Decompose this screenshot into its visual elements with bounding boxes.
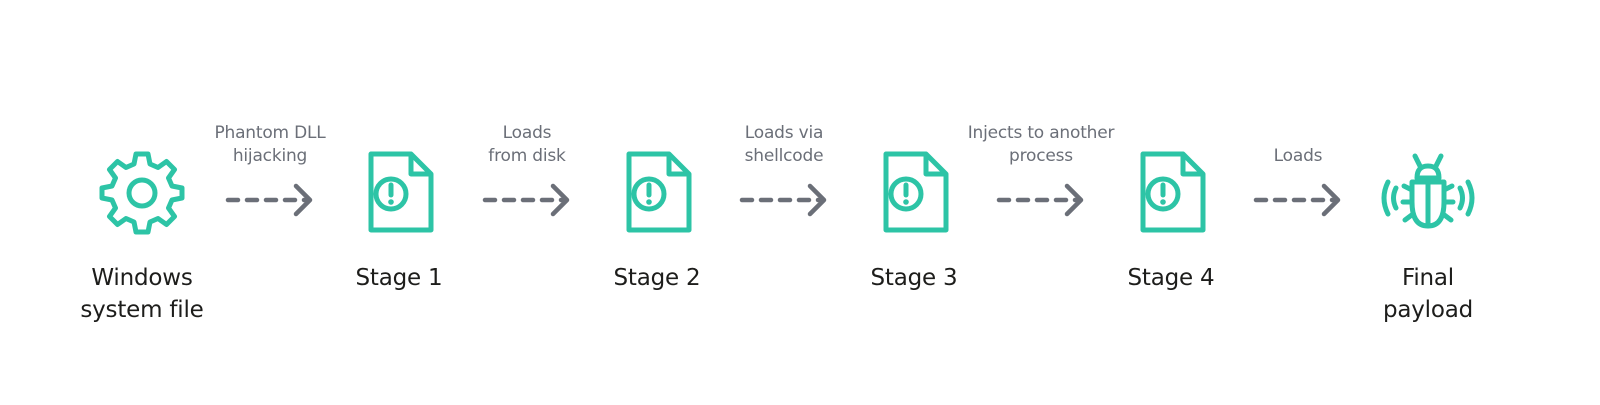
dashed-arrow-icon (1253, 183, 1341, 217)
warning-document-icon (351, 144, 447, 240)
warning-document-icon (1123, 144, 1219, 240)
edge-label: Injects to another process (967, 123, 1115, 166)
edge-label: Loads (1273, 146, 1323, 166)
dashed-arrow-icon (996, 183, 1084, 217)
edge-injects-to-another-process: Injects to another process (946, 120, 1136, 220)
node-label: Stage 3 (870, 265, 958, 291)
gear-icon (94, 144, 190, 240)
dashed-arrow-icon (482, 183, 570, 217)
dashed-arrow-icon (739, 183, 827, 217)
node-stage-4: Stage 4 (1071, 144, 1271, 294)
dashed-arrow-icon (225, 183, 313, 217)
bug-icon (1380, 144, 1476, 240)
node-label: Final payload (1382, 265, 1474, 323)
node-label: Stage 1 (355, 265, 443, 291)
edge-loads-from-disk: Loads from disk (432, 120, 622, 220)
node-label: Windows system file (80, 265, 204, 323)
warning-document-icon (609, 144, 705, 240)
edge-phantom-dll-hijacking: Phantom DLL hijacking (175, 120, 365, 220)
node-label: Stage 2 (613, 265, 701, 291)
edge-label: Loads from disk (488, 123, 566, 166)
node-stage-1: Stage 1 (299, 144, 499, 294)
node-stage-3: Stage 3 (814, 144, 1014, 294)
node-final-payload: Final payload (1328, 144, 1528, 326)
warning-document-icon (866, 144, 962, 240)
edge-label: Phantom DLL hijacking (214, 123, 326, 166)
node-label: Stage 4 (1127, 265, 1215, 291)
node-stage-2: Stage 2 (557, 144, 757, 294)
edge-loads-via-shellcode: Loads via shellcode (689, 120, 879, 220)
edge-label: Loads via shellcode (744, 123, 824, 166)
edge-loads: Loads (1203, 120, 1393, 220)
node-windows-system-file: Windows system file (42, 144, 242, 326)
